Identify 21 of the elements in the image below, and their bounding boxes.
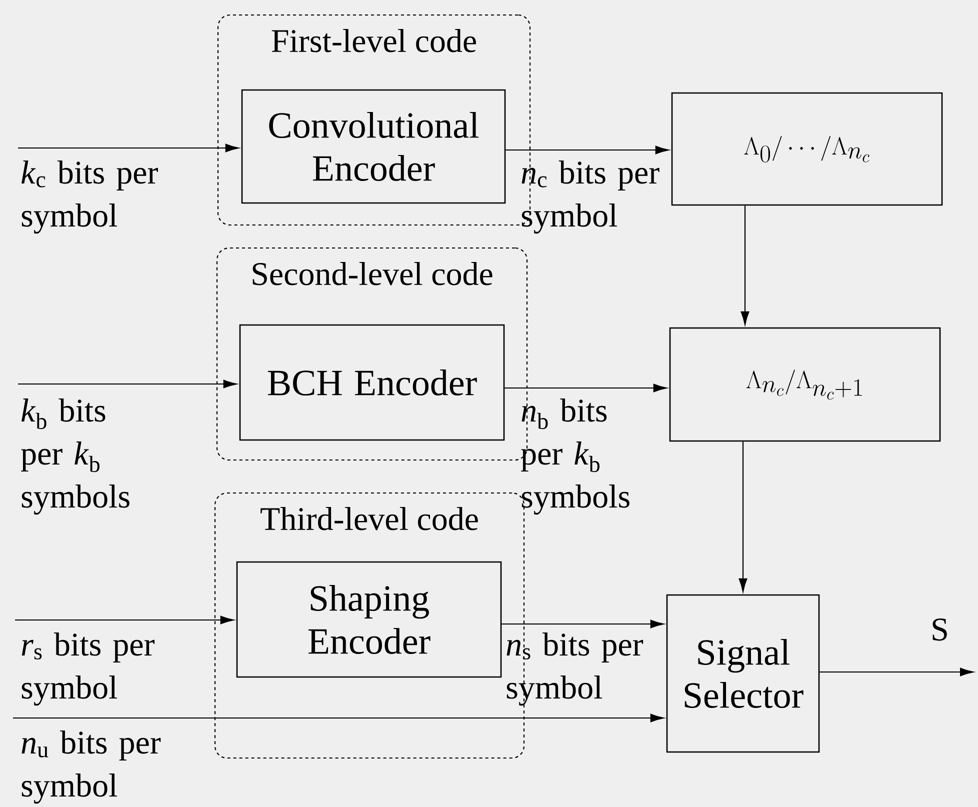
arrow	[502, 620, 664, 628]
arrow	[506, 146, 669, 154]
arrow	[740, 206, 750, 325]
arrow	[820, 668, 974, 676]
arrow	[15, 616, 234, 624]
arrow	[504, 384, 667, 392]
arrow	[738, 442, 748, 592]
block-box: $\Lambda_0/\cdots/\Lambda_{n_c}$	[671, 92, 943, 206]
block-box: Signal Selector	[666, 594, 820, 753]
edge-label: r$_{s}$ bits per symbol	[22, 632, 154, 706]
arrow	[18, 144, 239, 152]
arrow	[13, 714, 664, 722]
edge-label: S	[932, 618, 947, 641]
block-box: BCH Encoder	[239, 324, 505, 441]
block-box: Convolutional Encoder	[241, 89, 506, 204]
arrow	[18, 380, 237, 388]
edge-label: k$_{c}$ bits per symbol	[22, 160, 158, 234]
edge-label: k$_{b}$ bits per k$_{b}$ symbols	[21, 398, 130, 515]
block-box: $\Lambda_{n_c}/\Lambda_{n_c+1}$	[669, 327, 941, 442]
edge-label: n$_{u}$ bits per symbol	[22, 730, 161, 804]
block-box: Shaping Encoder	[236, 561, 502, 678]
